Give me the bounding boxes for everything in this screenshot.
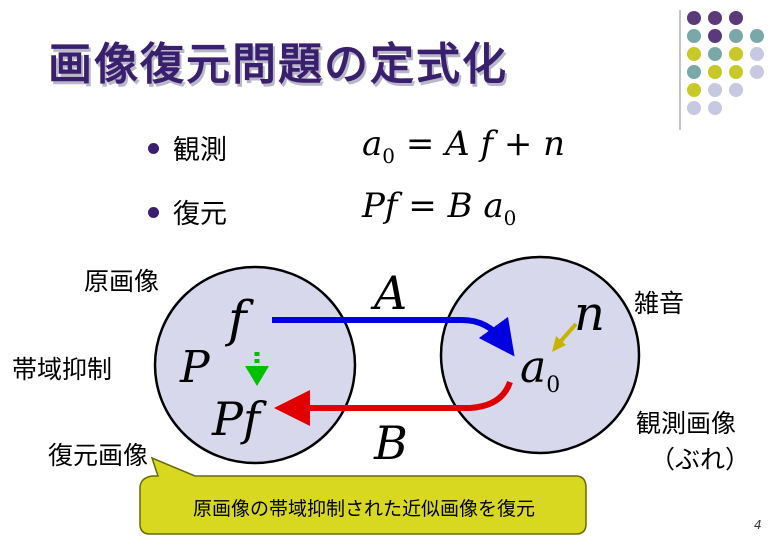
page-number: 4 (754, 518, 762, 532)
decorative-dot (708, 65, 722, 79)
decorative-dot (687, 11, 701, 25)
label-band-suppression: 帯域抑制 (12, 355, 113, 384)
decorative-dot (708, 47, 722, 61)
decorative-dot (750, 65, 764, 79)
eq-obs-lhs: a (362, 124, 383, 164)
eq-obs-rhs: = A f + n (395, 124, 566, 164)
bullet-restoration: 復元 (148, 192, 227, 231)
decorative-dot (750, 29, 764, 43)
decorative-dot (729, 65, 743, 79)
decorative-dot (687, 29, 701, 43)
decorative-dot (708, 29, 722, 43)
bullet-dot (148, 207, 159, 218)
eq-res-sub: 0 (503, 205, 517, 230)
decorative-dot (687, 101, 701, 115)
label-original-image: 原画像 (84, 267, 160, 296)
label-noise: 雑音 (634, 289, 685, 318)
label-restored-image: 復元画像 (48, 441, 149, 470)
equation-restoration: Pf = B a0 (362, 186, 516, 230)
arrow-B (274, 380, 513, 426)
arrow-n-line (558, 322, 578, 344)
eq-obs-sub: 0 (382, 143, 396, 168)
arrow-n-head (552, 336, 566, 352)
decorative-dot (708, 83, 722, 97)
symbol-f: f (228, 290, 247, 348)
arrow-A (272, 316, 515, 357)
decorative-dot (708, 101, 722, 115)
decorative-dot (687, 83, 701, 97)
symbol-a: a (520, 342, 547, 393)
symbol-a-sub: 0 (546, 372, 561, 398)
decorative-dot (687, 47, 701, 61)
decorative-dot-grid (679, 10, 764, 130)
symbol-B: B (374, 416, 408, 470)
bullet-term-restoration: 復元 (173, 199, 227, 230)
symbol-n: n (574, 286, 605, 342)
symbol-Pf: Pf (212, 392, 260, 446)
decorative-dot (729, 47, 743, 61)
decorative-dot (729, 11, 743, 25)
bullet-term-observation: 観測 (173, 135, 227, 166)
decorative-dot (750, 47, 764, 61)
callout-text: 原画像の帯域抑制された近似画像を復元 (192, 498, 535, 520)
symbol-a0: a0 (520, 342, 560, 398)
label-observed-image: 観測画像 (636, 409, 737, 438)
bullet-observation: 観測 (148, 128, 227, 167)
callout-bubble (139, 456, 587, 535)
decorative-dot (729, 29, 743, 43)
decorative-dot (708, 11, 722, 25)
symbol-P: P (180, 342, 210, 393)
equation-observation: a0 = A f + n (362, 124, 565, 168)
bullet-dot (148, 143, 159, 154)
label-blur: （ぶれ） (650, 445, 751, 474)
decorative-dot (729, 83, 743, 97)
decorative-dot (687, 65, 701, 79)
eq-res-lhs: Pf = B a (362, 186, 504, 226)
slide-title: 画像復元問題の定式化 (48, 39, 508, 90)
symbol-A: A (374, 266, 408, 320)
arrow-P-head (245, 366, 269, 386)
